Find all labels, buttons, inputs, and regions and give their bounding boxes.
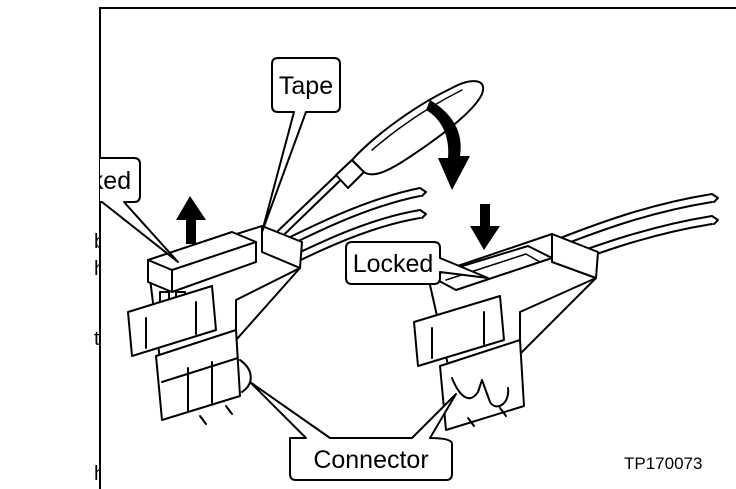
down-arrow-icon bbox=[470, 204, 500, 250]
callout-tape: Tape bbox=[261, 57, 341, 233]
callout-unlocked: Unlocked bbox=[27, 157, 179, 263]
callout-locked-label: Locked bbox=[353, 250, 434, 278]
curved-arrow-icon bbox=[426, 100, 470, 190]
left-connector-assembly bbox=[127, 80, 485, 425]
up-arrow-icon bbox=[176, 196, 206, 244]
callout-connector-label: Connector bbox=[313, 446, 428, 474]
callout-tape-label: Tape bbox=[279, 72, 333, 100]
left-lock-tab bbox=[147, 231, 257, 293]
callout-connector: Connector bbox=[249, 381, 457, 481]
callout-locked: Locked bbox=[345, 241, 489, 285]
callout-unlocked-label: Unlocked bbox=[27, 167, 131, 195]
right-lock-tab bbox=[429, 245, 553, 291]
figure-id: TP170073 bbox=[624, 454, 702, 473]
